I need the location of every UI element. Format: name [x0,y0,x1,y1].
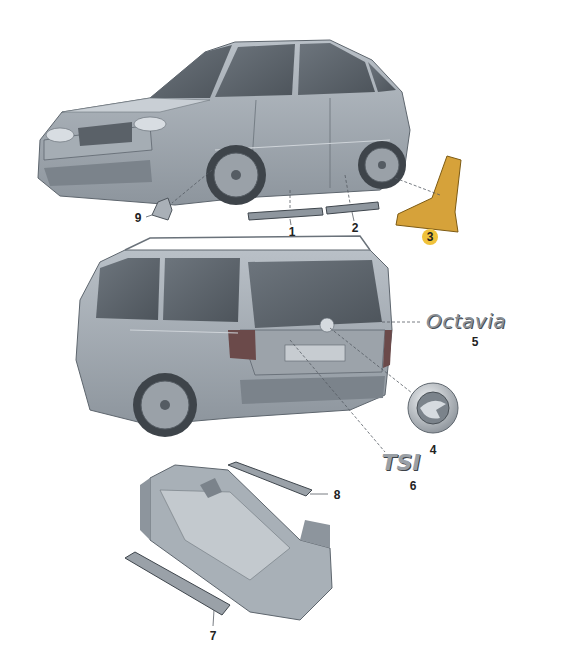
callout-number: 2 [352,222,359,234]
part-9 [152,198,172,220]
highlight-marker [422,229,438,245]
wagon-illustration [76,236,392,437]
sedan-illustration [38,40,410,205]
emblem-illustration [408,383,458,433]
callout-number: 5 [472,336,479,348]
part-3 [396,156,461,232]
leader-lines [146,212,354,225]
callout-number: 8 [334,489,341,501]
callout-number: 4 [430,444,437,456]
callout-number: 6 [410,480,417,492]
emblem-lettering: TSI [381,452,420,474]
leader-lines [172,170,440,208]
part-8 [228,462,312,496]
part-7 [125,552,230,615]
leader-lines [290,322,420,452]
part-1 [248,208,323,220]
leader-lines [213,494,328,626]
callout-number: 1 [289,226,296,238]
callout-number: 9 [135,212,142,224]
part-2 [326,202,379,214]
emblem-lettering: Octavia [426,311,506,331]
callout-number: 3 [427,231,434,243]
callout-number: 7 [210,630,217,642]
